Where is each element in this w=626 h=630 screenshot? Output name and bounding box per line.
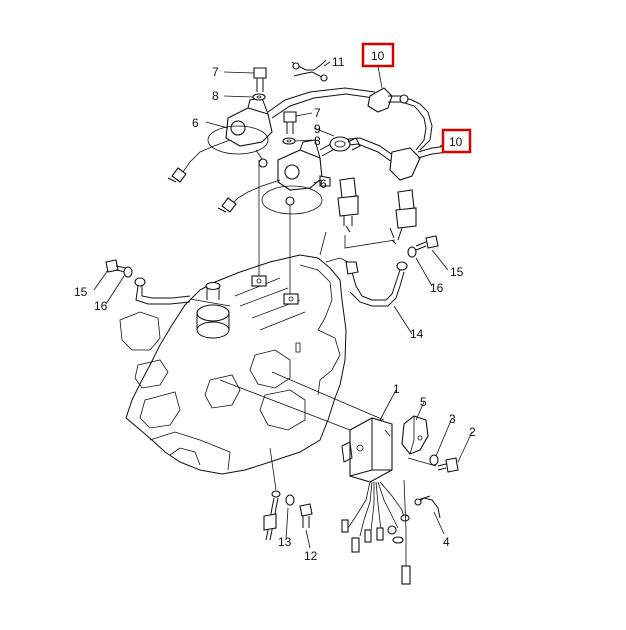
callout-9: 9: [314, 122, 321, 136]
callout-15-right: 15: [450, 265, 464, 279]
callout-12: 12: [304, 549, 318, 563]
grommet-9: [329, 136, 361, 152]
callout-8-lower: 8: [314, 134, 321, 148]
callout-6-upper: 6: [192, 116, 199, 130]
callout-labels: 1 2 3 4 5 6 6 7 7 8 8 9 10 10 11 12 13 1…: [74, 49, 476, 563]
cdi-guide-line: [219, 379, 351, 431]
callout-8-upper: 8: [212, 89, 219, 103]
terminal-guide-line: [269, 447, 277, 491]
callout-2: 2: [469, 425, 476, 439]
washer-8-lower: [282, 137, 296, 145]
callout-10-lower: 10: [449, 135, 463, 149]
bolt-15-left: [105, 259, 127, 273]
washer-3: [429, 454, 439, 466]
engine-block: [119, 254, 347, 475]
callout-16-left: 16: [94, 299, 108, 313]
leader-lines: [93, 61, 473, 549]
callout-11: 11: [332, 55, 345, 69]
clip-11: [291, 59, 328, 82]
callout-13: 13: [278, 535, 292, 549]
bolt-7-lower: [283, 111, 297, 134]
plug-cap-10-upper: [267, 87, 433, 151]
cdi-unit-1: [341, 417, 410, 553]
cdi-guide-line-2: [271, 371, 385, 421]
callout-1: 1: [393, 382, 400, 396]
spark-plug-left: [337, 177, 359, 233]
highlight-box-10-upper: [361, 42, 395, 68]
ignition-coil-upper: [167, 97, 273, 183]
highlight-box-10-lower: [441, 128, 472, 154]
spark-plug-right: [389, 189, 417, 245]
bolt-15-right: [415, 235, 439, 251]
callout-7-upper: 7: [212, 65, 219, 79]
callout-5: 5: [420, 395, 427, 409]
bolt-2: [437, 457, 459, 473]
callout-7-lower: 7: [314, 106, 321, 120]
bolt-7-upper: [253, 67, 267, 92]
ground-lead-left: [134, 277, 231, 307]
callout-14: 14: [410, 327, 424, 341]
callout-4: 4: [443, 535, 450, 549]
ground-lead-14: [325, 257, 408, 307]
plug-guide-line: [344, 235, 396, 249]
bolt-12: [299, 503, 313, 528]
bracket-5: [401, 415, 429, 455]
callout-15-left: 15: [74, 285, 88, 299]
callout-10-upper: 10: [371, 49, 385, 63]
clamp-4: [414, 495, 441, 519]
bolt-2-guide-line: [407, 457, 437, 467]
plug-guide-line-2: [319, 231, 327, 256]
washer-16-right: [407, 246, 417, 258]
terminal-lead-bottom: [263, 490, 281, 541]
washer-13: [285, 494, 295, 506]
washer-8-upper: [252, 93, 266, 101]
callout-3: 3: [449, 412, 456, 426]
washer-16-left: [123, 266, 133, 278]
callout-6-lower: 6: [320, 177, 327, 191]
connector-loose: [401, 479, 411, 585]
callout-16-right: 16: [430, 281, 444, 295]
ignition-coil-lower: [217, 139, 331, 215]
